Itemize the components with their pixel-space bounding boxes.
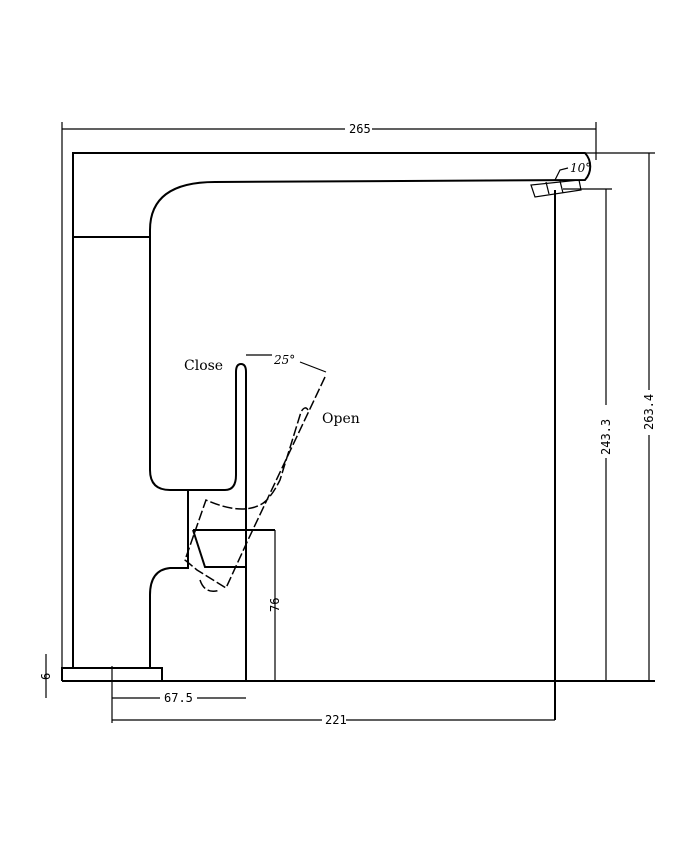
dim-overall-height: 263.4 xyxy=(642,394,656,430)
lever-open-position xyxy=(184,376,326,592)
dimension-labels: 265 221 67.5 263.4 243.3 76 6 Close Open… xyxy=(39,122,656,727)
label-open: Open xyxy=(322,411,360,427)
label-close: Close xyxy=(184,358,223,374)
dim-lever-offset: 67.5 xyxy=(164,691,193,705)
dimension-lines xyxy=(45,122,655,723)
label-spout-angle: 10° xyxy=(570,161,591,175)
dim-reach: 221 xyxy=(325,713,347,727)
dim-outlet-height: 243.3 xyxy=(599,419,613,455)
faucet-body xyxy=(61,152,655,720)
dim-base-thickness: 6 xyxy=(39,673,53,680)
label-lever-angle: 25° xyxy=(273,353,295,367)
dim-pivot-height: 76 xyxy=(268,598,282,612)
dim-overall-width: 265 xyxy=(349,122,371,136)
